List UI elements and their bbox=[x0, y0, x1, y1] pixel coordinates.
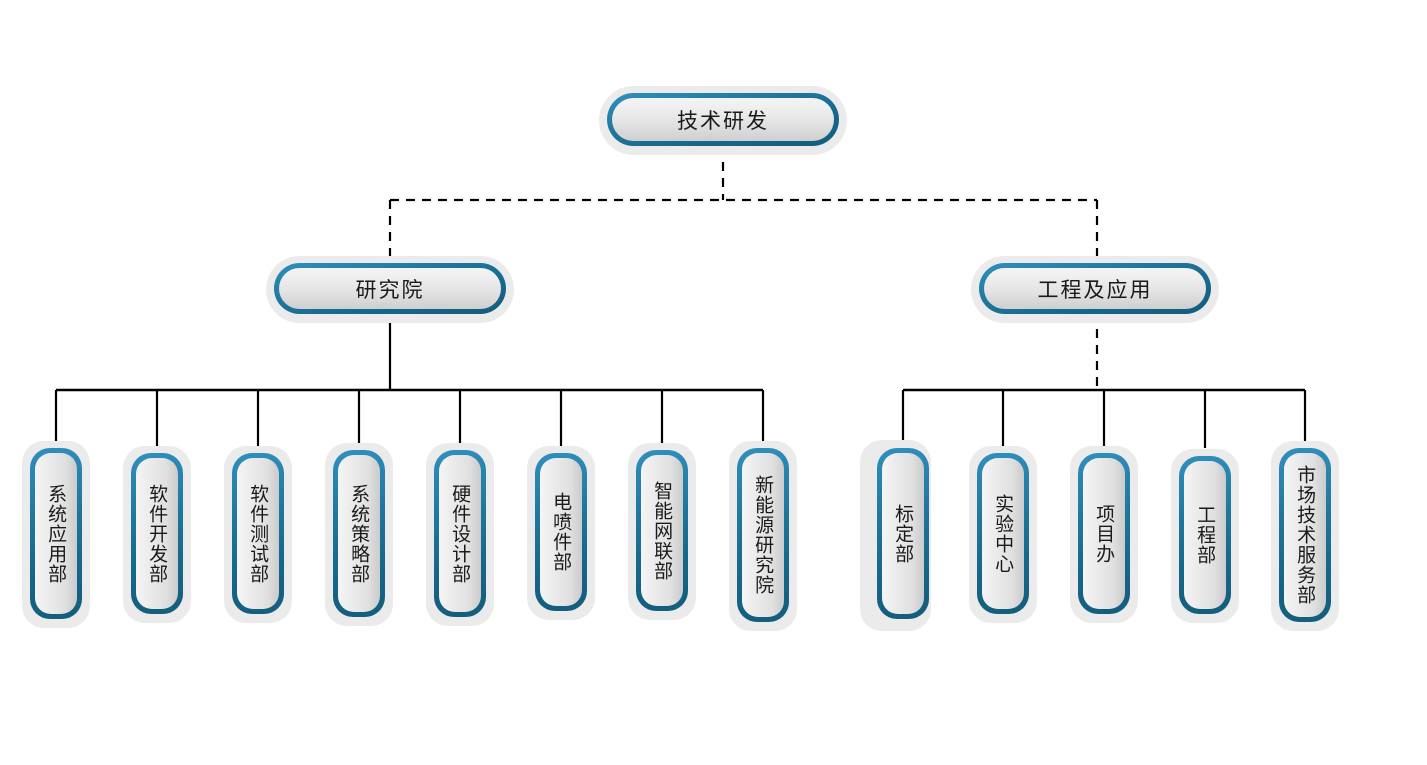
node-label-engineering-application: 工程及应用 bbox=[984, 268, 1206, 309]
node-label-engineering-dept: 工程部 bbox=[1184, 461, 1226, 609]
node-label-market-technical-service-dept: 市场技术服务部 bbox=[1284, 453, 1326, 617]
node-frame: 标定部 bbox=[877, 448, 929, 619]
node-frame: 系统策略部 bbox=[333, 450, 385, 617]
node-experiment-center[interactable]: 实验中心 bbox=[969, 446, 1037, 623]
node-frame: 系统应用部 bbox=[30, 448, 82, 619]
node-label-project-office: 项目办 bbox=[1083, 458, 1125, 609]
node-market-technical-service-dept[interactable]: 市场技术服务部 bbox=[1271, 441, 1339, 631]
node-efi-parts-dept[interactable]: 电喷件部 bbox=[527, 446, 595, 620]
node-frame: 硬件设计部 bbox=[434, 450, 486, 617]
node-frame: 电喷件部 bbox=[535, 453, 587, 611]
node-label-hardware-design-dept: 硬件设计部 bbox=[439, 455, 481, 612]
node-frame: 软件开发部 bbox=[131, 453, 183, 614]
node-calibration-dept[interactable]: 标定部 bbox=[860, 440, 931, 631]
node-label-system-application-dept: 系统应用部 bbox=[35, 453, 77, 614]
node-label-research-institute: 研究院 bbox=[279, 268, 501, 309]
node-hardware-design-dept[interactable]: 硬件设计部 bbox=[426, 443, 494, 626]
node-root-technology-rnd[interactable]: 技术研发 bbox=[599, 86, 847, 155]
node-project-office[interactable]: 项目办 bbox=[1070, 446, 1138, 623]
node-label-software-testing-dept: 软件测试部 bbox=[237, 458, 279, 609]
node-research-institute[interactable]: 研究院 bbox=[266, 256, 514, 323]
node-label-intelligent-connected-dept: 智能网联部 bbox=[641, 455, 683, 606]
node-label-root: 技术研发 bbox=[612, 98, 834, 141]
node-label-new-energy-research-institute: 新能源研究院 bbox=[742, 453, 784, 617]
node-frame: 实验中心 bbox=[977, 453, 1029, 614]
node-frame: 市场技术服务部 bbox=[1279, 448, 1331, 622]
node-label-experiment-center: 实验中心 bbox=[982, 458, 1024, 609]
node-intelligent-connected-dept[interactable]: 智能网联部 bbox=[628, 443, 696, 620]
node-frame: 工程及应用 bbox=[979, 263, 1211, 314]
node-frame: 研究院 bbox=[274, 263, 506, 314]
node-label-calibration-dept: 标定部 bbox=[882, 453, 924, 614]
node-frame: 工程部 bbox=[1179, 456, 1231, 614]
node-frame: 技术研发 bbox=[607, 93, 839, 146]
node-engineering-application[interactable]: 工程及应用 bbox=[971, 256, 1219, 323]
node-system-strategy-dept[interactable]: 系统策略部 bbox=[325, 443, 393, 626]
node-software-testing-dept[interactable]: 软件测试部 bbox=[224, 446, 292, 623]
node-frame: 项目办 bbox=[1078, 453, 1130, 614]
node-frame: 新能源研究院 bbox=[737, 448, 789, 622]
node-engineering-dept[interactable]: 工程部 bbox=[1171, 449, 1239, 623]
node-software-development-dept[interactable]: 软件开发部 bbox=[123, 446, 191, 623]
node-frame: 软件测试部 bbox=[232, 453, 284, 614]
node-system-application-dept[interactable]: 系统应用部 bbox=[22, 441, 90, 628]
node-frame: 智能网联部 bbox=[636, 450, 688, 611]
node-label-software-development-dept: 软件开发部 bbox=[136, 458, 178, 609]
node-label-efi-parts-dept: 电喷件部 bbox=[540, 458, 582, 606]
node-new-energy-research-institute[interactable]: 新能源研究院 bbox=[729, 441, 797, 631]
node-label-system-strategy-dept: 系统策略部 bbox=[338, 455, 380, 612]
